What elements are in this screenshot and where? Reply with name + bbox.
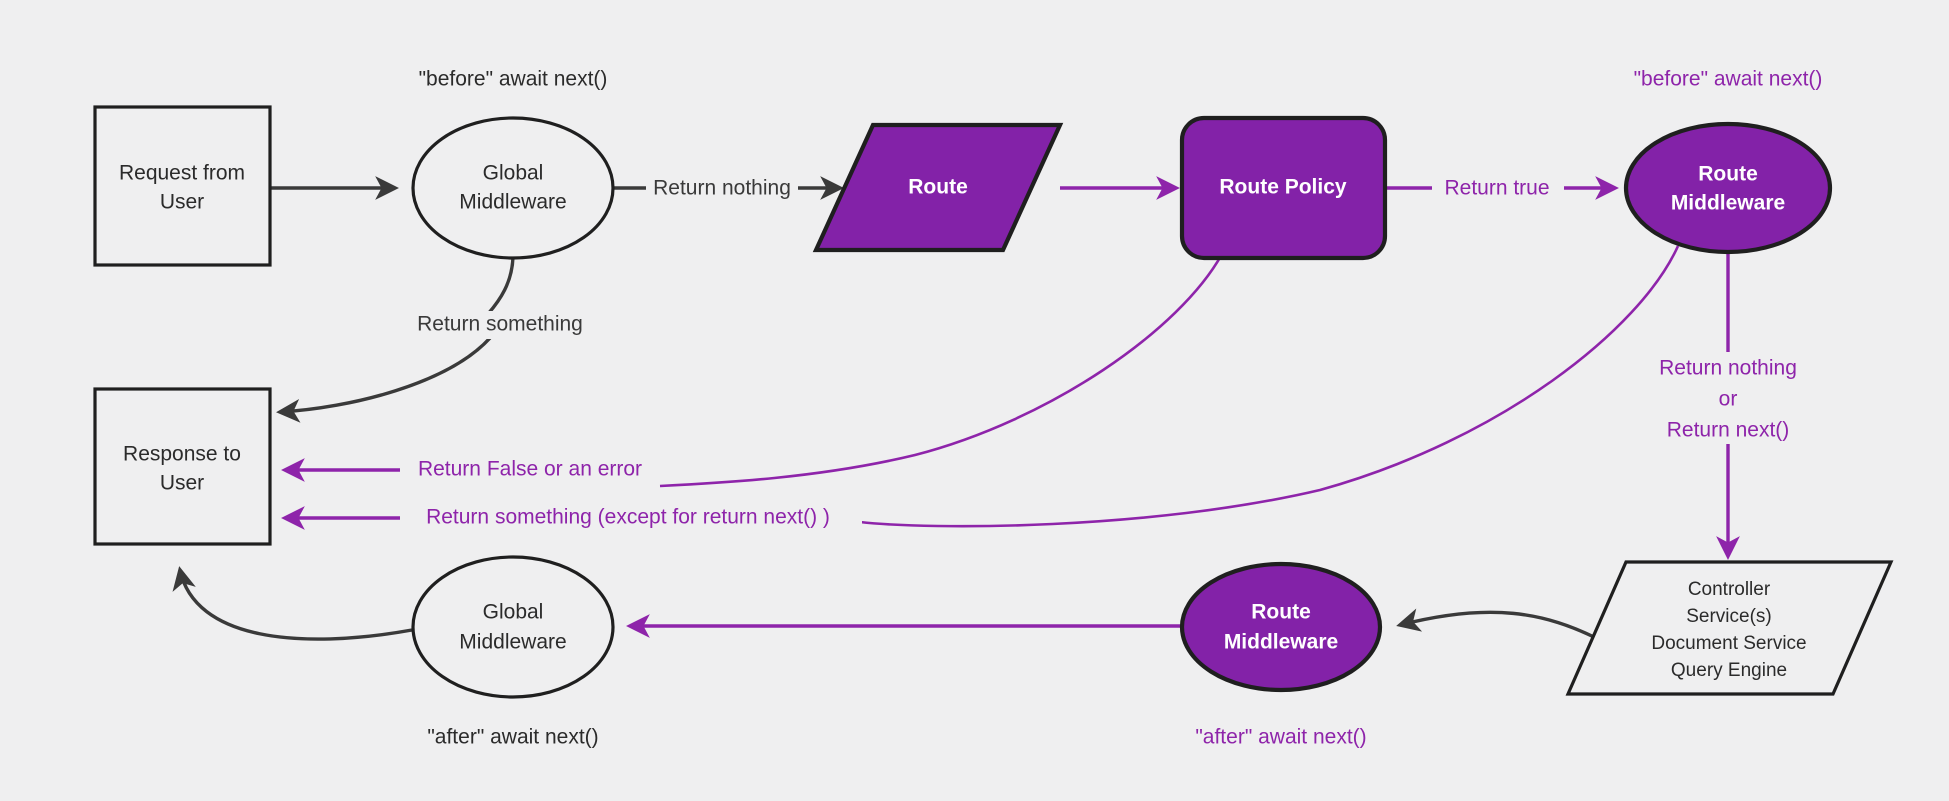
response-box-label-line2: User	[160, 472, 204, 495]
global-middleware-bottom-label-line2: Middleware	[459, 631, 566, 654]
controller-label-line2: Service(s)	[1686, 606, 1772, 627]
return-something-top-label-bg	[408, 311, 608, 339]
request-box-label-line1: Request from	[119, 162, 245, 185]
request-box-label-line2: User	[160, 191, 204, 214]
controller-label-line3: Document Service	[1651, 633, 1806, 654]
return-nothing-label-bg	[646, 174, 798, 202]
edge-label-return-false-or-error: Return False or an error	[418, 458, 642, 481]
node-controller[interactable]	[1565, 560, 1894, 696]
return-false-label-bg	[400, 456, 666, 484]
node-response-box[interactable]	[93, 387, 272, 546]
route-policy-label: Route Policy	[1219, 176, 1347, 199]
route-middleware-top-label-line2: Middleware	[1671, 192, 1785, 215]
route-label: Route	[908, 176, 968, 199]
return-something-except-label-bg	[400, 504, 862, 532]
edge-label-return-something-top: Return something	[417, 313, 583, 336]
annotation-before-await-next-route: "before" await next()	[1634, 68, 1823, 91]
edge-label-return-nothing-or-next-line3: Return next()	[1667, 419, 1790, 442]
edge-label-return-nothing: Return nothing	[653, 177, 791, 200]
node-route[interactable]	[812, 122, 1064, 253]
route-middleware-top-label-line1: Route	[1698, 163, 1758, 186]
annotation-after-await-next-route: "after" await next()	[1195, 726, 1366, 749]
node-route-middleware-top[interactable]	[1623, 121, 1833, 255]
route-middleware-bottom-label-line1: Route	[1251, 601, 1311, 624]
controller-label-line1: Controller	[1688, 579, 1771, 600]
return-nothing-or-next-label-bg	[1640, 352, 1820, 444]
global-middleware-bottom-label-line1: Global	[483, 601, 544, 624]
edge-global-middleware-return-something-upper	[486, 256, 515, 316]
global-middleware-top-label-line1: Global	[483, 162, 544, 185]
edge-controller-to-route-middleware-bottom	[1396, 608, 1601, 642]
response-box-label-line1: Response to	[123, 443, 241, 466]
edge-global-middleware-bottom-to-response	[172, 566, 413, 641]
return-true-label-bg	[1432, 174, 1564, 202]
edge-route-policy-return-false	[659, 253, 1224, 488]
edge-global-middleware-return-something-lower	[276, 336, 492, 423]
node-route-middleware-bottom[interactable]	[1179, 561, 1383, 693]
node-route-policy[interactable]	[1179, 115, 1388, 261]
edge-label-return-something-except: Return something (except for return next…	[426, 506, 830, 529]
edge-label-return-true: Return true	[1444, 177, 1549, 200]
route-middleware-bottom-label-line2: Middleware	[1224, 631, 1338, 654]
edge-label-return-nothing-or-next-line1: Return nothing	[1659, 357, 1797, 380]
global-middleware-top-label-line2: Middleware	[459, 191, 566, 214]
edge-label-return-nothing-or-next-line2: or	[1719, 388, 1738, 411]
node-global-middleware-top[interactable]	[411, 116, 615, 260]
node-request-box[interactable]	[93, 105, 272, 267]
annotation-after-await-next-global: "after" await next()	[427, 726, 598, 749]
controller-label-line4: Query Engine	[1671, 660, 1787, 681]
node-global-middleware-bottom[interactable]	[411, 555, 615, 699]
edge-route-middleware-return-something	[859, 245, 1680, 528]
annotation-before-await-next-global: "before" await next()	[419, 68, 608, 91]
